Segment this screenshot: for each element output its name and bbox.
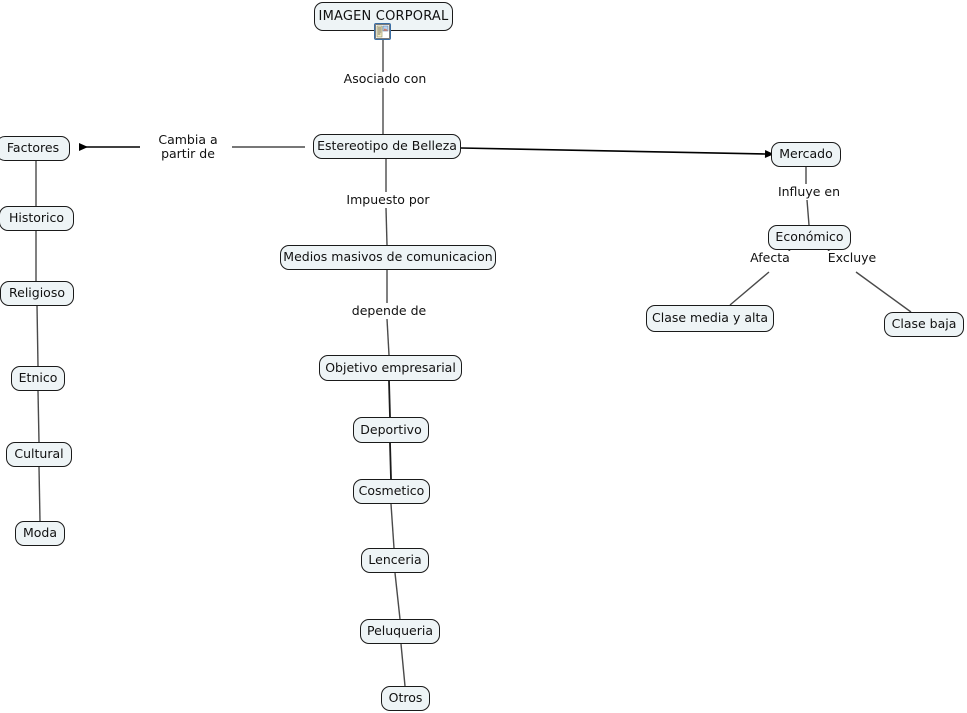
node-label: Estereotipo de Belleza — [317, 138, 457, 154]
edge-cultural-moda — [38, 466, 41, 522]
node-label: Otros — [388, 690, 423, 706]
node-label: Factores — [6, 140, 60, 156]
edge-excluye-clasebaja — [855, 271, 912, 313]
node-label: Cultural — [14, 446, 64, 462]
link-label-influye-en: Influye en — [767, 185, 851, 199]
node-lenceria[interactable]: Lenceria — [361, 548, 429, 573]
node-economico[interactable]: Económico — [768, 225, 851, 250]
edge-peluqueria-otros — [400, 643, 406, 687]
node-label: Cosmetico — [358, 483, 425, 499]
node-label: Clase media y alta — [652, 310, 769, 326]
node-label: Económico — [775, 229, 844, 245]
node-label: Lenceria — [368, 552, 422, 568]
edge-etnico-cultural — [37, 390, 40, 443]
node-moda[interactable]: Moda — [15, 521, 65, 546]
node-label: Mercado — [779, 146, 833, 162]
link-label-asociado-con: Asociado con — [333, 72, 437, 86]
edge-lenceria-peluqueria — [394, 572, 401, 620]
edge-impuesto-medios — [385, 207, 388, 246]
node-label: Peluqueria — [367, 623, 433, 639]
node-factores[interactable]: Factores — [0, 136, 70, 161]
node-mercado[interactable]: Mercado — [771, 142, 841, 167]
node-cosmetico[interactable]: Cosmetico — [353, 479, 430, 504]
edge-depende-objetivo — [386, 318, 390, 356]
link-label-depende-de: depende de — [337, 304, 441, 318]
link-label-impuesto-por: Impuesto por — [336, 193, 440, 207]
node-historico[interactable]: Historico — [0, 206, 74, 231]
node-religioso[interactable]: Religioso — [0, 281, 74, 306]
node-label: Objetivo empresarial — [325, 359, 456, 375]
node-label: Moda — [22, 525, 58, 541]
edge-estereotipo-mercado — [460, 147, 774, 158]
node-label: Etnico — [18, 370, 58, 386]
edge-deportivo-cosmetico — [389, 442, 392, 480]
node-peluqueria[interactable]: Peluqueria — [360, 619, 440, 644]
edge-influye-economico — [806, 199, 810, 226]
node-objetivo-empresarial[interactable]: Objetivo empresarial — [319, 355, 462, 381]
edge-religioso-etnico — [36, 304, 39, 367]
edge-afecta-clasemedia — [729, 271, 770, 306]
link-label-excluye: Excluye — [822, 251, 882, 265]
note-resource-icon[interactable] — [374, 23, 391, 40]
node-otros[interactable]: Otros — [381, 686, 430, 711]
node-label: Clase baja — [891, 316, 957, 332]
node-label: Medios masivos de comunicacion — [283, 249, 493, 265]
edge-cosmetico-lenceria — [390, 503, 395, 549]
node-clase-media-y-alta[interactable]: Clase media y alta — [646, 305, 774, 332]
node-label: Religioso — [9, 285, 65, 301]
node-label: Deportivo — [360, 421, 422, 437]
node-etnico[interactable]: Etnico — [11, 366, 65, 391]
edge-objetivo-deportivo — [388, 380, 391, 418]
node-medios-masivos-de-comunicacion[interactable]: Medios masivos de comunicacion — [280, 245, 496, 270]
link-label-afecta: Afecta — [742, 251, 798, 265]
node-cultural[interactable]: Cultural — [6, 442, 72, 467]
node-deportivo[interactable]: Deportivo — [353, 417, 429, 443]
node-clase-baja[interactable]: Clase baja — [884, 312, 964, 337]
node-label: IMAGEN CORPORAL — [318, 9, 449, 24]
link-label-cambia-a-partir-de: Cambia a partir de — [144, 133, 232, 161]
node-estereotipo-de-belleza[interactable]: Estereotipo de Belleza — [313, 134, 461, 159]
node-label: Historico — [8, 210, 65, 226]
